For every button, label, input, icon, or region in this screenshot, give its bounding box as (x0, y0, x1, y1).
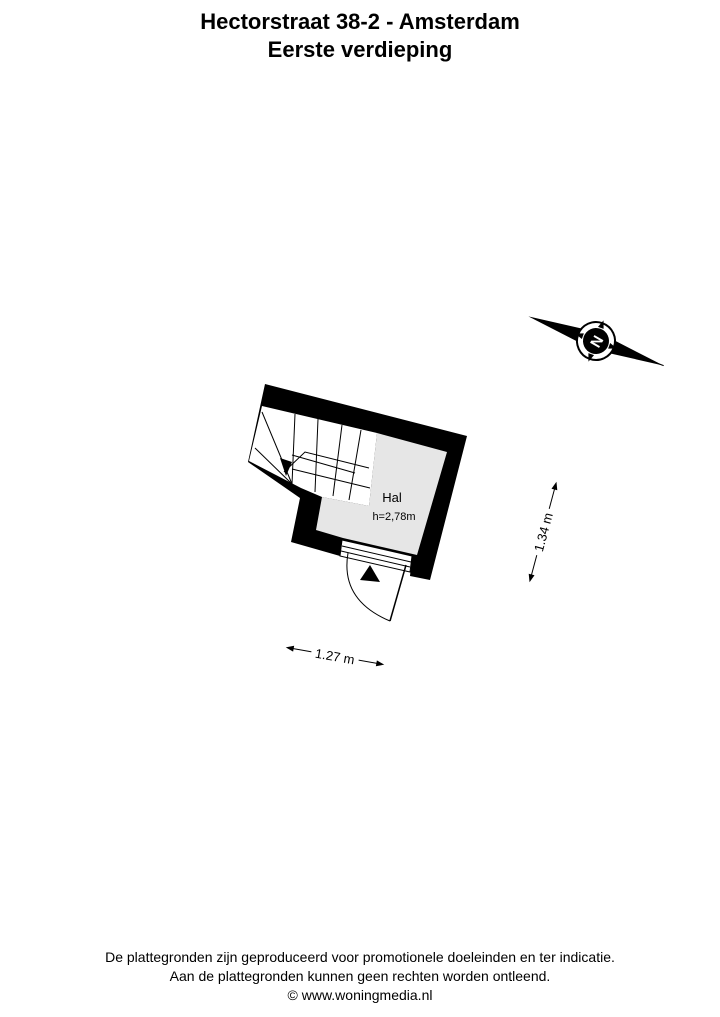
page-header: Hectorstraat 38-2 - Amsterdam Eerste ver… (0, 8, 720, 64)
disclaimer-line-1: De plattegronden zijn geproduceerd voor … (105, 949, 615, 965)
room-height: h=2,78m (372, 511, 415, 523)
depth-dimension: 1.34 m (528, 481, 558, 583)
door-swing-arc (346, 552, 391, 622)
hal-floor (316, 433, 447, 555)
stair-walk-line (283, 451, 370, 473)
stair-direction-arrow (280, 458, 292, 476)
floor-subtitle: Eerste verdieping (267, 37, 453, 62)
room-name: Hal (382, 490, 402, 505)
copyright-line: © www.woningmedia.nl (287, 987, 433, 1003)
stair-area (249, 406, 377, 506)
page-title: Hectorstraat 38-2 - Amsterdam (200, 9, 520, 34)
door-leaf (389, 564, 407, 622)
width-dimension: 1.27 m (285, 642, 385, 670)
compass (528, 316, 664, 367)
disclaimer: De plattegronden zijn geproduceerd voor … (0, 948, 720, 1005)
disclaimer-line-2: Aan de plattegronden kunnen geen rechten… (169, 968, 551, 984)
width-dimension-label: 1.27 m (314, 646, 356, 668)
door-threshold (339, 539, 413, 573)
entrance-arrow (360, 565, 380, 582)
